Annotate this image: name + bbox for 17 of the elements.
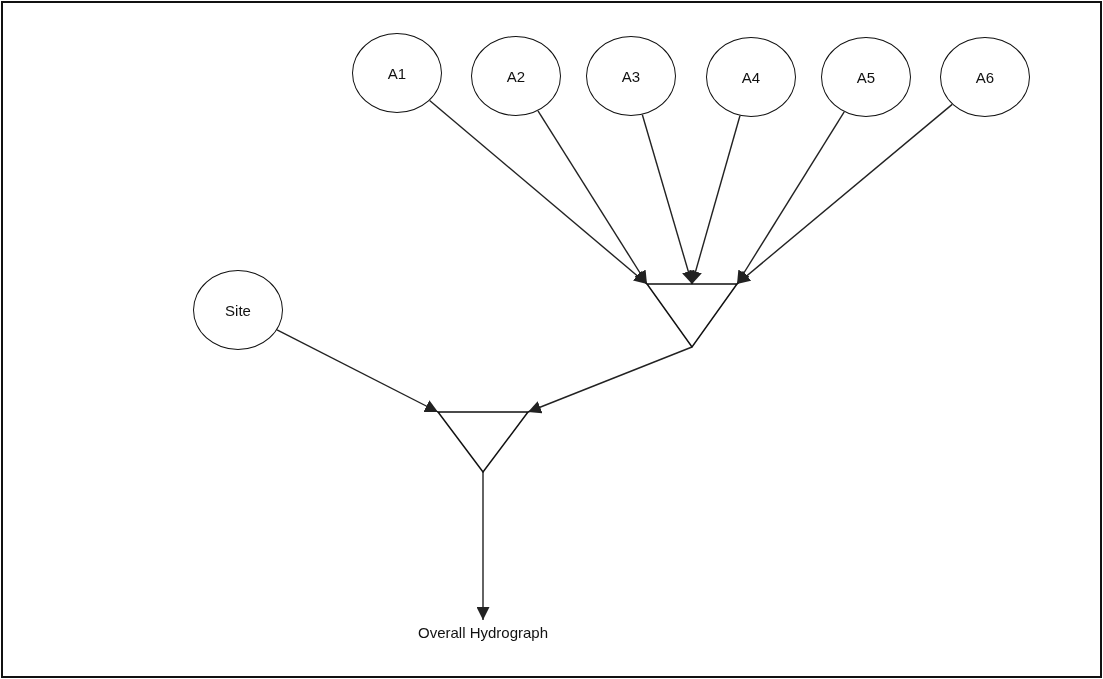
node-label: A6: [975, 68, 995, 86]
node-label: A5: [856, 68, 876, 86]
output-label: Overall Hydrograph: [417, 623, 549, 641]
arrow: [736, 111, 845, 285]
arrow: [476, 471, 490, 621]
arrow: [736, 103, 953, 285]
node-label: A1: [387, 64, 407, 82]
arrow: [527, 346, 693, 414]
arrow: [428, 99, 648, 285]
arrow: [537, 110, 648, 285]
node-label: Site: [225, 301, 251, 319]
node-label: A2: [506, 67, 526, 85]
node-label: A3: [621, 67, 641, 85]
arrow: [641, 114, 695, 285]
node-label: A4: [741, 68, 761, 86]
arrow: [689, 115, 741, 285]
arrow: [276, 329, 439, 413]
